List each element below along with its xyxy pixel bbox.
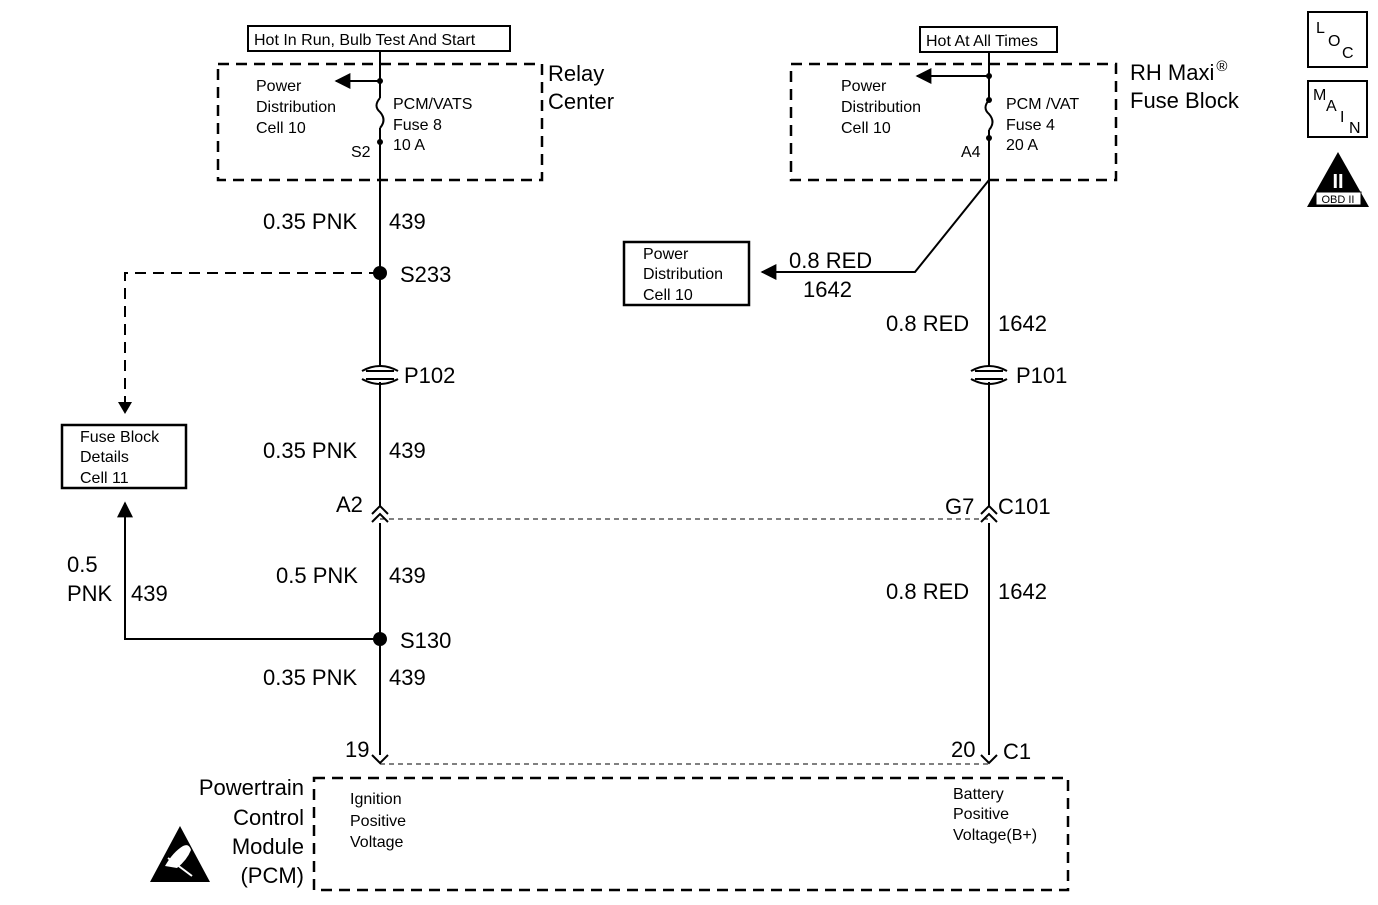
left-wire-3-size: 0.5 PNK xyxy=(276,563,358,588)
main-icon[interactable]: M A I N xyxy=(1307,80,1368,138)
pcm-pin-20-icon xyxy=(980,754,998,765)
right-wire-2-circuit: 1642 xyxy=(998,579,1047,604)
main-icon-a: A xyxy=(1326,98,1337,115)
right-source-header: Hot At All Times xyxy=(919,26,1058,53)
branch-wire-size-2: PNK xyxy=(67,581,113,606)
left-source-header: Hot In Run, Bulb Test And Start xyxy=(247,25,511,52)
fuse-block-details-box[interactable]: Fuse Block Details Cell 11 xyxy=(60,423,188,490)
loc-icon-o: O xyxy=(1328,33,1340,50)
right-wire-2-size: 0.8 RED xyxy=(886,579,969,604)
connector-p101-label: P101 xyxy=(1016,363,1067,388)
obd-ii-label: OBD II xyxy=(1321,194,1354,206)
right-wire-1-size: 0.8 RED xyxy=(886,311,969,336)
left-wire-4-circuit: 439 xyxy=(389,665,426,690)
branch-wire-size-1: 0.5 xyxy=(67,552,98,577)
relay-center: Relay Center Power Distribution Cell 10 … xyxy=(216,61,614,182)
maxi-fuse-block-name-2: Fuse Block xyxy=(1130,88,1240,113)
pcm-name-1: Powertrain xyxy=(199,775,304,800)
main-icon-n: N xyxy=(1349,120,1361,137)
relay-center-name-2: Center xyxy=(548,89,614,114)
relay-center-name-1: Relay xyxy=(548,61,604,86)
pcm-module: Powertrain Control Module (PCM) Ignition… xyxy=(199,775,1070,892)
splice-s130-label: S130 xyxy=(400,628,451,653)
relay-pd-label-2: Distribution xyxy=(256,99,336,116)
fuse-block-details-line-3: Cell 11 xyxy=(80,470,129,487)
right-source-header-text: Hot At All Times xyxy=(926,33,1038,50)
pcm-pin-20: 20 xyxy=(951,737,975,762)
right-wire-1-circuit: 1642 xyxy=(998,311,1047,336)
obd-ii-icon[interactable]: II OBD II xyxy=(1307,152,1369,207)
relay-fuse-rating: 10 A xyxy=(393,137,425,154)
pcm-pin-19-icon xyxy=(371,754,389,765)
left-source-header-text: Hot In Run, Bulb Test And Start xyxy=(254,32,476,49)
left-wire-3-circuit: 439 xyxy=(389,563,426,588)
s130-branch: 0.5 PNK 439 xyxy=(67,501,380,640)
main-icon-m: M xyxy=(1313,87,1326,104)
pcm-ignition-line-1: Ignition xyxy=(350,791,402,808)
pcm-battery-line-3: Voltage(B+) xyxy=(953,827,1037,844)
left-wire-2-size: 0.35 PNK xyxy=(263,438,357,463)
connector-c1-label: C1 xyxy=(1003,739,1031,764)
fuse-4-icon xyxy=(984,99,994,131)
pcm-pin-19: 19 xyxy=(345,737,369,762)
pcm-ignition-line-2: Positive xyxy=(350,813,406,830)
maxi-fuse-number: Fuse 4 xyxy=(1006,117,1055,134)
relay-fuse-name: PCM/VATS xyxy=(393,96,472,113)
s233-branch xyxy=(118,272,380,414)
relay-pd-label-1: Power xyxy=(256,78,302,95)
connector-g7-icon xyxy=(980,504,998,523)
left-circuit-439: 0.35 PNK 439 S233 P102 0.35 PNK 439 A2 0… xyxy=(263,51,455,765)
relay-pd-label-3: Cell 10 xyxy=(256,120,306,137)
maxi-terminal-a4: A4 xyxy=(961,144,981,161)
maxi-fuse-name: PCM /VAT xyxy=(1006,96,1079,113)
maxi-fuse-block-name-1: RH Maxi® xyxy=(1130,58,1227,85)
right-branch-wire-circuit: 1642 xyxy=(803,277,852,302)
fuse-block-details-line-2: Details xyxy=(80,449,129,466)
connector-c101-label: C101 xyxy=(998,494,1051,519)
esd-warning-icon xyxy=(150,826,210,882)
right-branch-wire-size: 0.8 RED xyxy=(789,248,872,273)
left-wire-1-size: 0.35 PNK xyxy=(263,209,357,234)
pcm-name-2: Control xyxy=(233,805,304,830)
left-wire-2-circuit: 439 xyxy=(389,438,426,463)
fuse-8-icon xyxy=(375,97,385,129)
loc-icon[interactable]: L O C xyxy=(1307,11,1368,68)
connector-p102-icon xyxy=(361,365,399,385)
loc-icon-c: C xyxy=(1342,45,1354,62)
connector-g7-label: G7 xyxy=(945,494,974,519)
left-wire-4-size: 0.35 PNK xyxy=(263,665,357,690)
relay-fuse-number: Fuse 8 xyxy=(393,117,442,134)
power-distribution-box[interactable]: Power Distribution Cell 10 xyxy=(622,240,751,307)
relay-terminal-s2: S2 xyxy=(351,144,371,161)
connector-p102-label: P102 xyxy=(404,363,455,388)
main-icon-i: I xyxy=(1340,109,1344,126)
power-distribution-line-1: Power xyxy=(643,246,689,263)
fuse-block-details-line-1: Fuse Block xyxy=(80,429,160,446)
right-circuit-1642: 0.8 RED 1642 0.8 RED 1642 P101 G7 C101 0… xyxy=(760,138,1067,765)
maxi-pd-label-1: Power xyxy=(841,78,887,95)
branch-wire-circuit: 439 xyxy=(131,581,168,606)
maxi-fuse-rating: 20 A xyxy=(1006,137,1038,154)
connector-a2-label: A2 xyxy=(336,492,363,517)
pcm-name-3: Module xyxy=(232,834,304,859)
pcm-ignition-line-3: Voltage xyxy=(350,834,403,851)
pcm-battery-line-1: Battery xyxy=(953,786,1004,803)
maxi-pd-label-2: Distribution xyxy=(841,99,921,116)
left-wire-1-circuit: 439 xyxy=(389,209,426,234)
power-distribution-line-3: Cell 10 xyxy=(643,287,693,304)
power-distribution-line-2: Distribution xyxy=(643,266,723,283)
rh-maxi-fuse-block: RH Maxi® Fuse Block Power Distribution C… xyxy=(789,52,1240,182)
connector-p101-icon xyxy=(970,365,1008,385)
connector-a2-icon xyxy=(371,504,389,523)
maxi-pd-label-3: Cell 10 xyxy=(841,120,891,137)
obd-ii-roman: II xyxy=(1332,171,1343,193)
splice-s233-label: S233 xyxy=(400,262,451,287)
loc-icon-l: L xyxy=(1316,20,1325,37)
pcm-name-4: (PCM) xyxy=(240,863,304,888)
pcm-battery-line-2: Positive xyxy=(953,806,1009,823)
